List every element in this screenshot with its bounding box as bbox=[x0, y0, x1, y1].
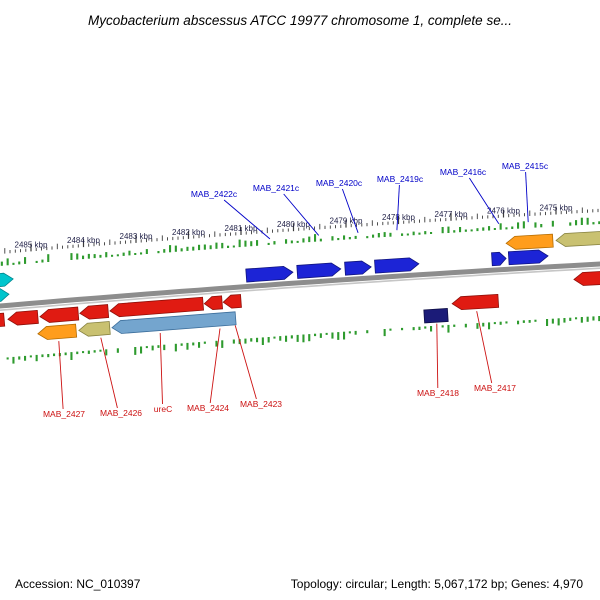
gene-arrow-MAB_2415c[interactable] bbox=[507, 249, 549, 266]
scale-label: 2475 kbp bbox=[540, 204, 573, 213]
gene-arrow-MAB_2423[interactable] bbox=[222, 294, 242, 309]
label-leader-line bbox=[100, 337, 118, 409]
scale-label: 2479 kbp bbox=[330, 217, 363, 226]
gene-label-MAB_2415c[interactable]: MAB_2415c bbox=[502, 161, 549, 171]
label-leader-line bbox=[159, 332, 163, 405]
ruler-ticks bbox=[4, 206, 599, 254]
scale-label: 2481 kbp bbox=[225, 224, 258, 233]
label-leader-line bbox=[476, 311, 493, 384]
gene-label-MAB_2427[interactable]: MAB_2427 bbox=[43, 409, 85, 419]
gene-label-MAB_2417[interactable]: MAB_2417 bbox=[474, 383, 516, 393]
gene-arrow-unlabeled[interactable] bbox=[505, 233, 554, 250]
gene-arrow-unlabeled[interactable] bbox=[0, 288, 10, 303]
gene-label-MAB_2424[interactable]: MAB_2424 bbox=[187, 403, 229, 413]
gene-arrow-MAB_2422c[interactable] bbox=[245, 265, 294, 283]
gene-arrow-MAB_2424[interactable] bbox=[203, 295, 223, 310]
scale-label: 2480 kbp bbox=[277, 220, 310, 229]
gene-arrow-MAB_2427[interactable] bbox=[39, 306, 80, 323]
label-leader-line bbox=[525, 171, 529, 223]
gene-label-MAB_2419c[interactable]: MAB_2419c bbox=[377, 174, 424, 184]
gene-arrow-MAB_2426[interactable] bbox=[79, 304, 110, 320]
gene-label-ureC[interactable]: ureC bbox=[154, 404, 172, 414]
gene-label-MAB_2426[interactable]: MAB_2426 bbox=[100, 408, 142, 418]
gene-label-MAB_2416c[interactable]: MAB_2416c bbox=[440, 167, 487, 177]
scale-label: 2478 kbp bbox=[382, 213, 415, 222]
label-leader-line bbox=[283, 193, 320, 236]
label-leader-line bbox=[341, 188, 359, 233]
scale-label: 2482 kbp bbox=[172, 228, 205, 237]
label-leader-line bbox=[396, 184, 400, 231]
gene-label-MAB_2421c[interactable]: MAB_2421c bbox=[253, 183, 300, 193]
genome-backbone bbox=[0, 261, 600, 309]
label-leader-line bbox=[436, 323, 439, 389]
gene-arrow-unlabeled[interactable] bbox=[7, 309, 39, 326]
scale-label: 2484 kbp bbox=[67, 236, 100, 245]
scale-label: 2477 kbp bbox=[435, 210, 468, 219]
scale-label: 2476 kbp bbox=[487, 207, 520, 216]
label-leader-line bbox=[223, 199, 271, 240]
label-leader-line bbox=[209, 328, 221, 404]
gene-arrow-unlabeled[interactable] bbox=[555, 230, 600, 247]
gene-arrow-unlabeled[interactable] bbox=[109, 296, 204, 318]
label-leader-line bbox=[469, 177, 500, 225]
status-topology: Topology: circular; Length: 5,067,172 bp… bbox=[290, 577, 583, 591]
genome-backbone-shadow bbox=[0, 267, 600, 312]
gene-arrow-MAB_2416c[interactable] bbox=[491, 251, 507, 267]
gene-arrow-unlabeled[interactable] bbox=[37, 323, 78, 340]
gene-arrow-MAB_2420c[interactable] bbox=[344, 260, 372, 276]
gene-arrow-MAB_2421c[interactable] bbox=[296, 262, 342, 279]
status-accession: Accession: NC_010397 bbox=[15, 577, 141, 591]
density-track-top bbox=[0, 217, 600, 266]
gene-arrow-unlabeled[interactable] bbox=[0, 272, 14, 288]
gene-arrow-unlabeled[interactable] bbox=[573, 270, 600, 286]
sequence-title: Mycobacterium abscessus ATCC 19977 chrom… bbox=[88, 13, 512, 28]
gene-arrow-MAB_2418[interactable] bbox=[423, 308, 449, 324]
gene-label-MAB_2422c[interactable]: MAB_2422c bbox=[191, 189, 238, 199]
gene-arrow-ureC[interactable] bbox=[111, 311, 237, 334]
genome-map-layer: 2485 kbp 2484 kbp 2483 kbp 2482 kbp 2481 kbp… bbox=[0, 161, 600, 419]
gene-label-MAB_2423[interactable]: MAB_2423 bbox=[240, 399, 282, 409]
gene-label-MAB_2420c[interactable]: MAB_2420c bbox=[316, 178, 363, 188]
scale-label: 2483 kbp bbox=[120, 232, 153, 241]
label-leader-line bbox=[234, 325, 257, 400]
scale-label: 2485 kbp bbox=[15, 240, 48, 249]
gene-arrow-unlabeled[interactable] bbox=[78, 321, 111, 337]
gene-arrow-MAB_2417[interactable] bbox=[451, 293, 500, 311]
label-leader-line bbox=[58, 341, 64, 410]
gene-arrow-unlabeled[interactable] bbox=[0, 312, 6, 328]
gene-label-MAB_2418[interactable]: MAB_2418 bbox=[417, 388, 459, 398]
gene-arrow-MAB_2419c[interactable] bbox=[374, 257, 420, 274]
